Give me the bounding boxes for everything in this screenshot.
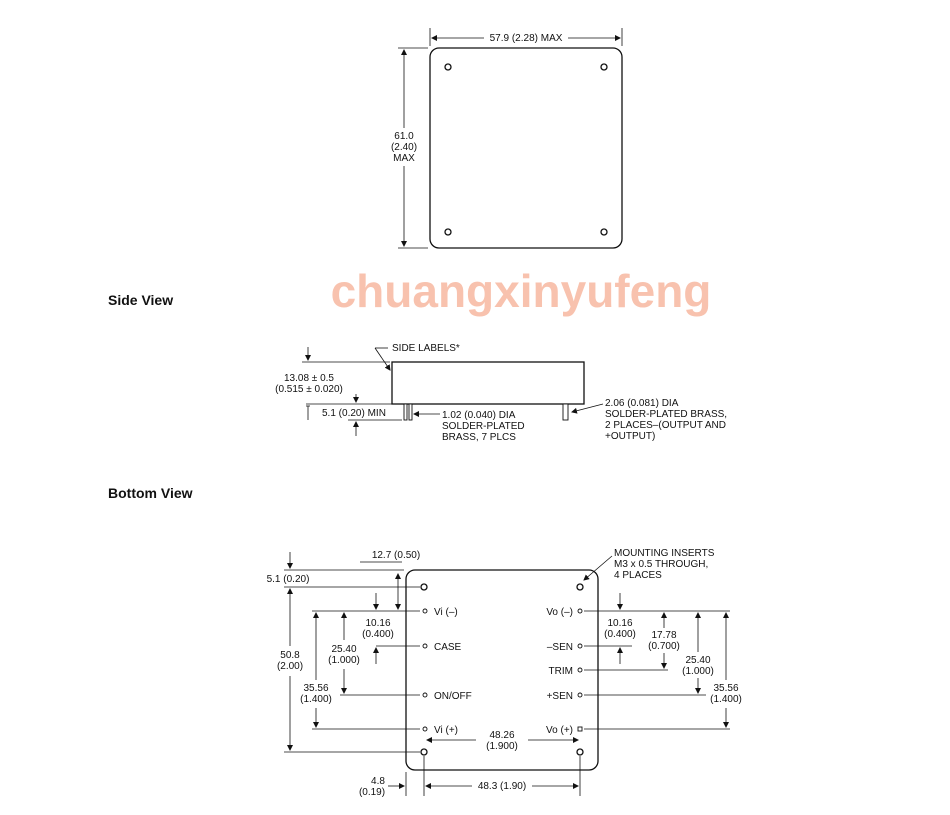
- pin-sen-minus: [577, 643, 583, 649]
- label-case: CASE: [434, 642, 462, 653]
- insert-tr: [576, 583, 584, 591]
- pin-vi-plus: [422, 726, 428, 732]
- dim-12-7: 12.7 (0.50): [372, 550, 420, 561]
- dim-25-40-right-b: (1.000): [682, 666, 714, 677]
- small-pin-a: [403, 403, 408, 421]
- dim-17-78-a: 17.78: [651, 630, 676, 641]
- big-pin-note-4: +OUTPUT): [605, 431, 655, 442]
- small-pin-note-2: SOLDER-PLATED: [442, 421, 525, 432]
- top-width-label: 57.9 (2.28) MAX: [490, 33, 563, 44]
- top-height-label-2: (2.40): [391, 142, 417, 153]
- inserts-note-2: M3 x 0.5 THROUGH,: [614, 559, 708, 570]
- watermark: chuangxinyufeng: [331, 265, 712, 317]
- dim-10-16-right-b: (0.400): [604, 629, 636, 640]
- top-view: 57.9 (2.28) MAX 61.0 (2.40) MAX: [391, 28, 623, 249]
- dim-48-26-b: (1.900): [486, 741, 518, 752]
- side-view-heading: Side View: [108, 292, 173, 308]
- big-pin: [562, 403, 569, 421]
- label-vo-plus: Vo (+): [546, 725, 573, 736]
- mounting-hole-tr: [600, 63, 608, 71]
- small-pin-note-1: 1.02 (0.040) DIA: [442, 410, 516, 421]
- inserts-note-3: 4 PLACES: [614, 570, 662, 581]
- side-height-label-1: 13.08 ± 0.5: [284, 373, 334, 384]
- dim-10-16-left-a: 10.16: [365, 618, 390, 629]
- bottom-view: Vi (–) CASE ON/OFF Vi (+) Vo (–) –SEN TR…: [267, 548, 742, 798]
- pin-sen-plus: [577, 692, 583, 698]
- dim-25-40-left-b: (1.000): [328, 655, 360, 666]
- insert-br: [576, 748, 584, 756]
- dim-48-26-a: 48.26: [489, 730, 514, 741]
- label-on-off: ON/OFF: [434, 691, 472, 702]
- top-height-label-3: MAX: [393, 153, 415, 164]
- dim-5-1: 5.1 (0.20): [267, 574, 310, 585]
- module-side-body: [391, 361, 585, 405]
- dim-25-40-right-a: 25.40: [685, 655, 710, 666]
- pin-trim: [577, 667, 583, 673]
- pin-min-label: 5.1 (0.20) MIN: [322, 408, 386, 419]
- label-vi-minus: Vi (–): [434, 607, 458, 618]
- dim-50-8-b: (2.00): [277, 661, 303, 672]
- label-vo-minus: Vo (–): [546, 607, 573, 618]
- bottom-view-heading: Bottom View: [108, 485, 193, 501]
- mounting-hole-br: [600, 228, 608, 236]
- dim-25-40-left-a: 25.40: [331, 644, 356, 655]
- inserts-note-1: MOUNTING INSERTS: [614, 548, 715, 559]
- pin-vo-minus: [577, 608, 583, 614]
- mounting-hole-tl: [444, 63, 452, 71]
- pin-vo-plus: [577, 726, 583, 732]
- top-height-label-1: 61.0: [394, 131, 414, 142]
- insert-tl: [420, 583, 428, 591]
- label-vi-plus: Vi (+): [434, 725, 458, 736]
- mounting-hole-bl: [444, 228, 452, 236]
- side-height-label-2: (0.515 ± 0.020): [275, 384, 343, 395]
- dim-17-78-b: (0.700): [648, 641, 680, 652]
- dim-4-8-b: (0.19): [359, 787, 385, 798]
- dim-35-56-left-b: (1.400): [300, 694, 332, 705]
- dim-35-56-right-a: 35.56: [713, 683, 738, 694]
- pin-vi-minus: [422, 608, 428, 614]
- dim-10-16-right-a: 10.16: [607, 618, 632, 629]
- pin-case: [422, 643, 428, 649]
- insert-bl: [420, 748, 428, 756]
- label-sen-minus: –SEN: [547, 642, 573, 653]
- dim-35-56-left-a: 35.56: [303, 683, 328, 694]
- dim-35-56-right-b: (1.400): [710, 694, 742, 705]
- side-view: SIDE LABELS* 13.08 ± 0.5 (0.515 ± 0.020)…: [275, 343, 727, 443]
- dim-10-16-left-b: (0.400): [362, 629, 394, 640]
- small-pin-note-3: BRASS, 7 PLCS: [442, 432, 516, 443]
- label-trim: TRIM: [549, 666, 573, 677]
- big-pin-note-2: SOLDER-PLATED BRASS,: [605, 409, 727, 420]
- big-pin-note-1: 2.06 (0.081) DIA: [605, 398, 679, 409]
- big-pin-note-3: 2 PLACES–(OUTPUT AND: [605, 420, 726, 431]
- dim-48-3: 48.3 (1.90): [478, 781, 526, 792]
- small-pin-b: [408, 403, 413, 421]
- dim-50-8-a: 50.8: [280, 650, 300, 661]
- side-labels-note: SIDE LABELS*: [392, 343, 460, 354]
- dim-4-8-a: 4.8: [371, 776, 385, 787]
- pin-on-off: [422, 692, 428, 698]
- module-outline-top: [429, 47, 623, 249]
- label-sen-plus: +SEN: [547, 691, 573, 702]
